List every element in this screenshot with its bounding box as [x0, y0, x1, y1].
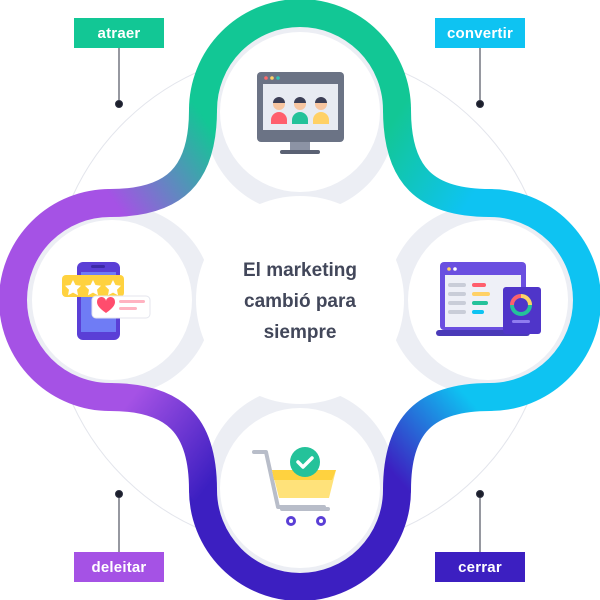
center-line-1: El marketing — [242, 260, 358, 281]
phone-review-icon — [62, 262, 151, 340]
shopping-cart-check-icon — [252, 447, 336, 526]
center-headline: El marketing cambió para siempre — [210, 255, 390, 348]
monitor-team-icon — [257, 72, 344, 154]
stage-label-cerrar[interactable]: cerrar — [435, 552, 525, 582]
dashboard-chart-icon — [436, 262, 541, 336]
center-line-2: cambió para — [244, 291, 356, 312]
center-line-3: siempre — [263, 322, 337, 343]
leader-lines — [115, 48, 484, 552]
stage-label-atraer[interactable]: atraer — [74, 18, 164, 48]
stage-label-convertir[interactable]: convertir — [435, 18, 525, 48]
stage-label-deleitar[interactable]: deleitar — [74, 552, 164, 582]
